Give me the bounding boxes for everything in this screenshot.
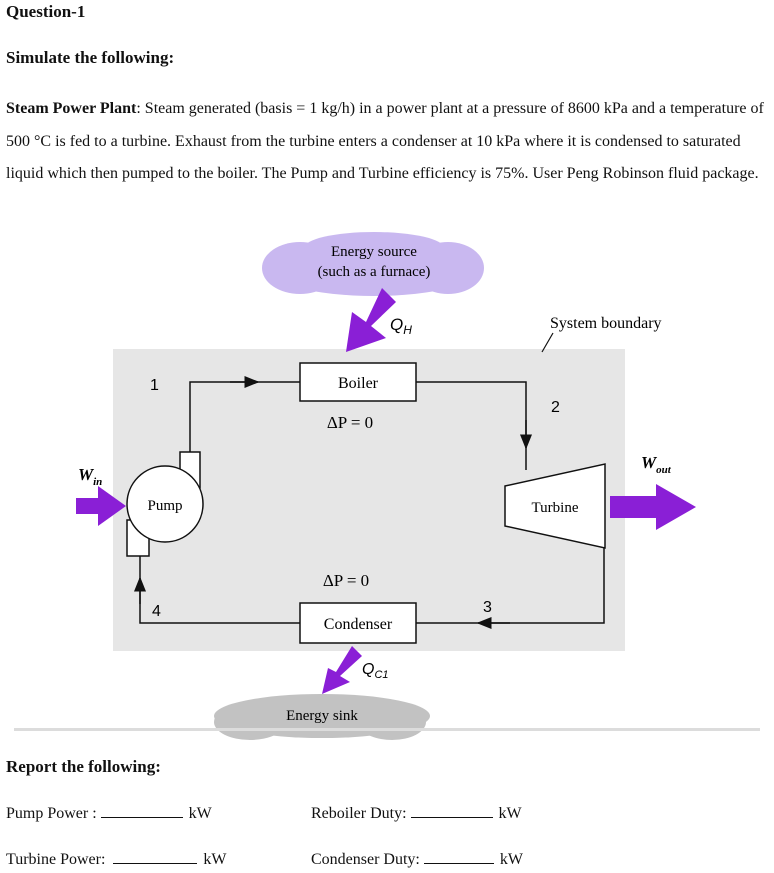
- reboiler-duty-field: Reboiler Duty: kW: [311, 803, 522, 823]
- energy-source-line2: (such as a furnace): [318, 264, 431, 280]
- problem-label: Steam Power Plant: [6, 100, 137, 117]
- section-divider: [14, 728, 760, 731]
- energy-source-line1: Energy source: [331, 244, 417, 260]
- pump-power-unit: kW: [188, 805, 212, 822]
- turbine-power-unit: kW: [203, 851, 227, 868]
- w-out-label: Wout: [641, 453, 672, 476]
- pump-power-label: Pump Power :: [6, 805, 97, 822]
- problem-statement: Steam Power Plant: Steam generated (basi…: [6, 93, 772, 191]
- energy-sink-cloud: [214, 694, 430, 740]
- qc-arrow: [322, 646, 362, 694]
- w-in-arrow: [76, 486, 126, 526]
- pump-power-blank[interactable]: [100, 803, 183, 818]
- qh-label: QH: [390, 315, 412, 337]
- condenser-duty-blank[interactable]: [423, 849, 494, 864]
- condenser-box: [299, 602, 417, 644]
- pump-power-field: Pump Power : kW: [6, 803, 212, 823]
- energy-sink-label: Energy sink: [286, 708, 358, 724]
- qh-arrow: [346, 288, 396, 352]
- pump-label: Pump: [147, 498, 182, 514]
- turbine-symbol: [504, 463, 606, 549]
- condenser-duty-field: Condenser Duty: kW: [311, 849, 523, 869]
- state-4-label: 4: [152, 603, 161, 620]
- simulate-heading: Simulate the following:: [6, 48, 175, 67]
- system-boundary-label: System boundary: [550, 315, 662, 332]
- turbine-power-label: Turbine Power:: [6, 851, 106, 868]
- pump-symbol: [126, 451, 204, 557]
- report-heading: Report the following:: [6, 757, 161, 776]
- condenser-duty-label: Condenser Duty:: [311, 851, 420, 868]
- energy-source-cloud: [262, 232, 484, 296]
- w-out-arrow: [610, 484, 696, 530]
- reboiler-duty-label: Reboiler Duty:: [311, 805, 407, 822]
- w-in-label: Win: [78, 465, 102, 488]
- boiler-box: [299, 362, 417, 402]
- question-title: Question-1: [6, 2, 86, 21]
- reboiler-duty-blank[interactable]: [410, 803, 493, 818]
- turbine-power-field: Turbine Power: kW: [6, 849, 227, 869]
- condenser-dp-label: ΔP = 0: [323, 571, 369, 590]
- turbine-label: Turbine: [532, 500, 579, 516]
- state-2-label: 2: [551, 399, 560, 416]
- turbine-power-blank[interactable]: [113, 849, 198, 864]
- state-3-label: 3: [483, 599, 492, 616]
- condenser-duty-unit: kW: [499, 851, 523, 868]
- condenser-label: Condenser: [324, 616, 393, 633]
- boiler-label: Boiler: [338, 375, 379, 392]
- pipe-pump-to-boiler: [189, 381, 300, 452]
- system-boundary-leader: [541, 332, 554, 353]
- problem-text: : Steam generated (basis = 1 kg/h) in a …: [6, 100, 764, 182]
- boiler-dp-label: ΔP = 0: [327, 413, 373, 432]
- reboiler-duty-unit: kW: [498, 805, 522, 822]
- qc-label: QC1: [362, 661, 389, 681]
- state-1-label: 1: [150, 377, 159, 394]
